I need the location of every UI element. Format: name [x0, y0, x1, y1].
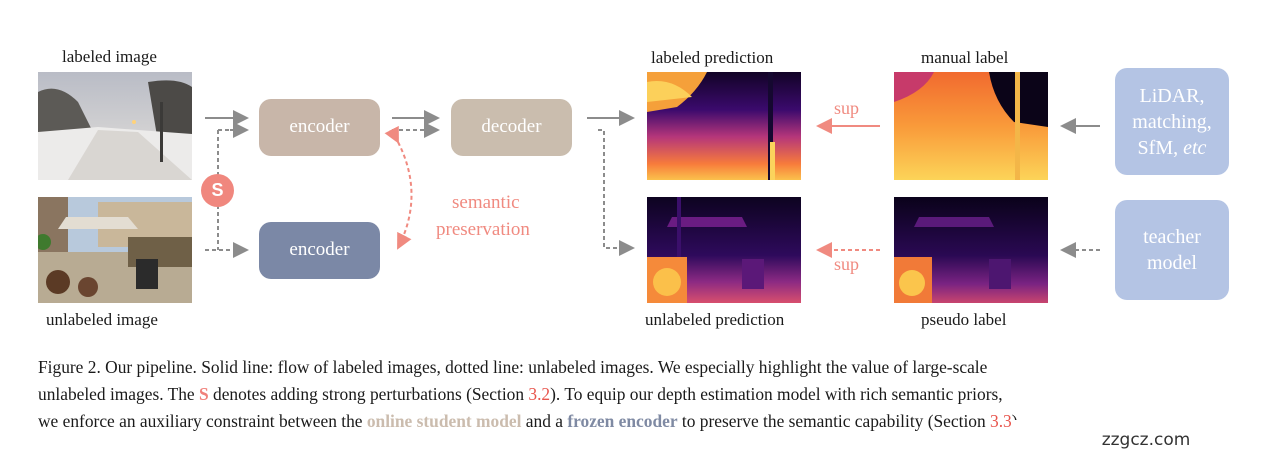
s-badge-text: S: [211, 180, 224, 200]
unlabeled-image: [38, 197, 192, 303]
teacher-model-box: teacher model: [1115, 200, 1229, 300]
sup-top-label: sup: [834, 98, 860, 118]
student-encoder-box: encoder: [259, 99, 380, 156]
caption-l3a: we enforce an auxiliary constraint betwe…: [38, 411, 367, 431]
caption-s-marker: S: [198, 384, 209, 404]
lidar-line3: SfM,: [1137, 136, 1179, 159]
unlabeled-prediction-label: unlabeled prediction: [645, 310, 785, 329]
caption-online-student: online student model: [366, 411, 522, 431]
section-ref-3-2[interactable]: 3.2: [528, 384, 551, 404]
figure-caption: Figure 2. Our pipeline. Solid line: flow…: [38, 354, 1238, 435]
semantic-label-line2: preservation: [436, 219, 530, 240]
lidar-line3-row: SfM, etc: [1138, 135, 1207, 161]
strong-perturbation-badge: S: [201, 174, 234, 207]
section-ref-3-3[interactable]: 3.3: [990, 411, 1012, 431]
pseudo-label-map: [894, 197, 1048, 303]
caption-l3b: and a: [521, 411, 568, 431]
lidar-etc: etc: [1183, 136, 1207, 159]
semantic-label-line1: semantic: [452, 192, 520, 213]
labeled-image-label: labeled image: [62, 47, 157, 66]
caption-l2b: denotes adding strong perturbations (Sec…: [208, 384, 529, 404]
caption-l3c: to preserve the semantic capability (Sec…: [677, 411, 991, 431]
teacher-line1: teacher: [1143, 226, 1201, 248]
frozen-encoder-box: encoder: [259, 222, 380, 279]
lidar-line2: matching,: [1132, 110, 1212, 133]
pseudo-label-label: pseudo label: [921, 310, 1007, 329]
caption-l2a: unlabeled images. The: [38, 384, 199, 404]
unlabeled-prediction-map: [647, 197, 801, 303]
labeled-prediction-label: labeled prediction: [651, 48, 774, 67]
frozen-encoder-text: encoder: [289, 239, 350, 261]
unlabeled-image-label: unlabeled image: [46, 310, 158, 329]
decoder-box: decoder: [451, 99, 572, 156]
caption-line-2: unlabeled images. The S denotes adding s…: [38, 381, 1238, 408]
watermark: zzgcz.com: [1012, 420, 1280, 459]
lidar-source-box: LiDAR, matching, SfM, etc: [1115, 68, 1229, 175]
decoder-text: decoder: [481, 116, 542, 138]
caption-line-1: Figure 2. Our pipeline. Solid line: flow…: [38, 357, 988, 377]
labeled-prediction-map: [647, 72, 801, 180]
manual-label-label: manual label: [921, 48, 1009, 67]
lidar-line1: LiDAR,: [1139, 84, 1205, 107]
student-encoder-text: encoder: [289, 116, 350, 138]
teacher-line2: model: [1147, 252, 1197, 274]
sup-bottom-label: sup: [834, 254, 860, 274]
caption-l2c: ). To equip our depth estimation model w…: [550, 384, 1003, 404]
caption-frozen-encoder: frozen encoder: [567, 411, 678, 431]
caption-line-3: we enforce an auxiliary constraint betwe…: [38, 408, 1238, 435]
manual-label-map: [894, 72, 1048, 180]
labeled-image: [38, 72, 192, 180]
